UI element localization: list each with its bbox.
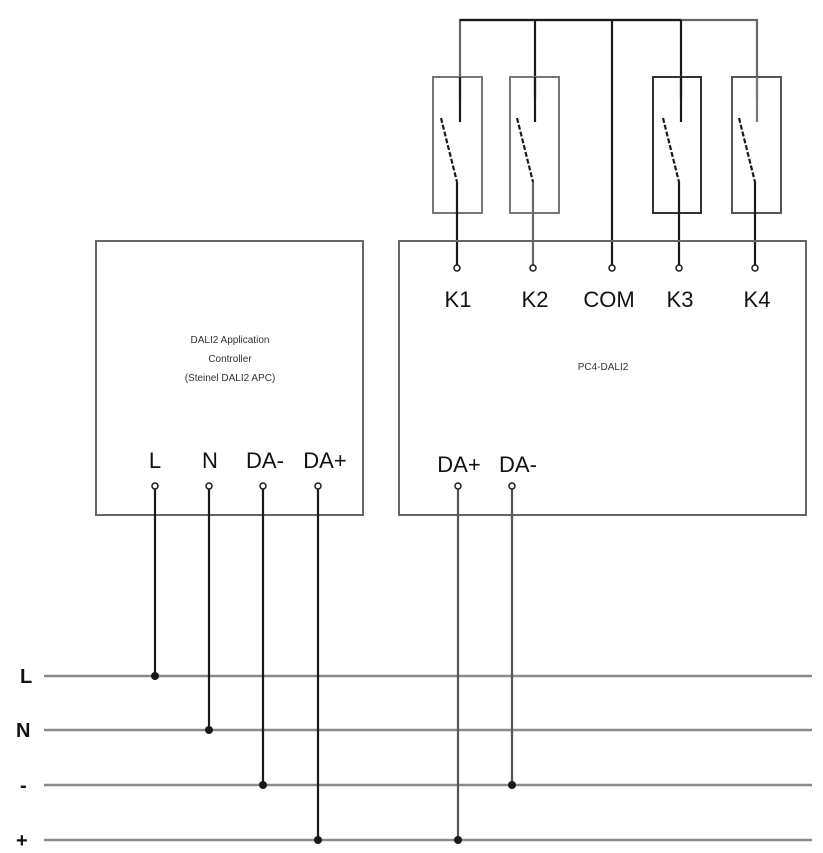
relay-switch-icon — [439, 77, 462, 268]
module-box: PC4-DALI2 K1 K2 COM K3 K4 DA+ DA- — [398, 240, 807, 516]
connection-wires — [153, 486, 514, 840]
bus-label-n: N — [16, 720, 30, 742]
controller-terminal-n: N — [202, 448, 218, 473]
module-terminal-da-minus: DA- — [499, 452, 537, 477]
controller-title-line3: (Steinel DALI2 APC) — [185, 373, 276, 384]
bus-lines — [44, 674, 812, 842]
relay-switch-icon — [515, 77, 537, 268]
controller-title-line1: DALI2 Application — [191, 335, 270, 346]
module-terminal-com: COM — [583, 287, 634, 312]
relay-k2 — [509, 76, 560, 268]
relay-switch-icon — [661, 77, 683, 268]
relay-switch-icon — [737, 77, 759, 268]
controller-terminal-l: L — [149, 448, 161, 473]
module-terminal-k3: K3 — [667, 287, 694, 312]
junction-dots — [151, 672, 516, 844]
module-top-terminal-points — [453, 264, 759, 272]
controller-terminal-da-plus: DA+ — [303, 448, 346, 473]
controller-title-line2: Controller — [208, 354, 252, 365]
controller-box: DALI2 Application Controller (Steinel DA… — [95, 240, 364, 516]
module-terminal-k1: K1 — [445, 287, 472, 312]
relay-k4 — [731, 76, 782, 268]
module-terminal-k2: K2 — [522, 287, 549, 312]
module-terminal-k4: K4 — [744, 287, 771, 312]
relay-k3 — [652, 76, 702, 268]
module-title: PC4-DALI2 — [578, 362, 629, 373]
common-bus-top — [458, 18, 759, 268]
bus-label-l: L — [20, 666, 32, 688]
bus-label-plus: + — [16, 830, 28, 852]
relay-k1 — [432, 76, 483, 268]
bus-label-minus: - — [20, 775, 27, 797]
controller-terminal-da-minus: DA- — [246, 448, 284, 473]
module-terminal-da-plus: DA+ — [437, 452, 480, 477]
bottom-terminal-points — [151, 482, 516, 490]
